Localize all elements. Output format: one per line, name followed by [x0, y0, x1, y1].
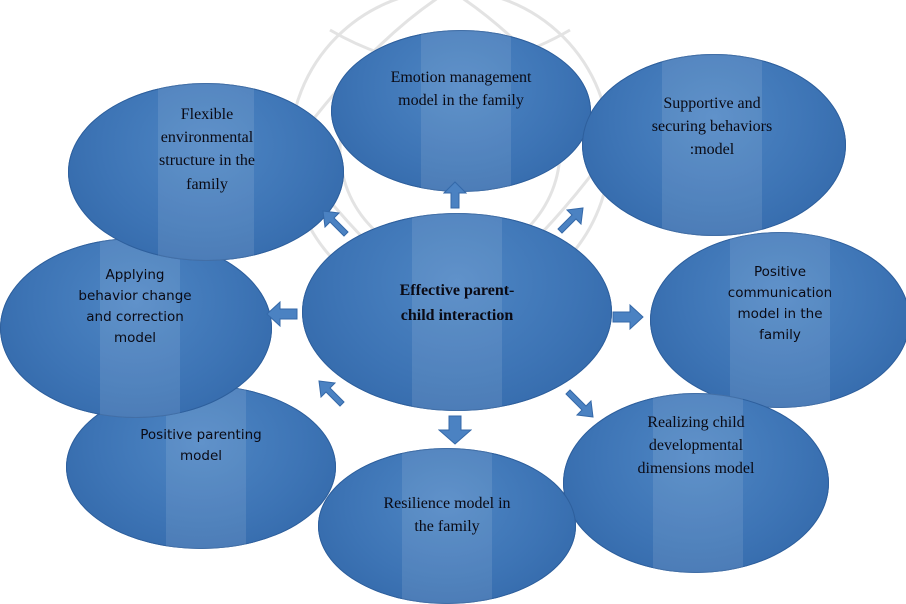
node-emotion-management-label: Emotion management model in the family	[390, 69, 532, 110]
node-supportive-behaviors-label: Supportive and securing behaviors :model	[651, 95, 773, 159]
node-resilience: Resilience model in the family	[318, 448, 576, 604]
node-resilience-label: Resilience model in the family	[383, 495, 511, 536]
node-supportive-behaviors: Supportive and securing behaviors :model	[582, 54, 846, 236]
center-node: Effective parent- child interaction	[302, 213, 612, 411]
node-flexible-environment-label: Flexible environmental structure in the …	[159, 106, 255, 193]
arrow-up-right-icon	[557, 207, 584, 234]
node-flexible-environment: Flexible environmental structure in the …	[68, 83, 344, 261]
node-positive-communication: Positive communication model in the fami…	[650, 232, 906, 408]
node-emotion-management: Emotion management model in the family	[331, 30, 591, 192]
node-applying-behavior-change: Applying behavior change and correction …	[0, 238, 272, 418]
node-positive-parenting-label: Positive parenting model	[140, 427, 262, 464]
center-node-label: Effective parent- child interaction	[399, 282, 515, 324]
node-realizing-child-development: Realizing child developmental dimensions…	[563, 393, 829, 573]
arrow-left-icon	[266, 300, 298, 328]
node-positive-communication-label: Positive communication model in the fami…	[727, 264, 833, 343]
arrow-down-left-icon	[318, 380, 345, 407]
arrow-down-right-icon	[565, 389, 594, 418]
arrow-up-left-icon	[322, 210, 349, 237]
node-applying-behavior-change-label: Applying behavior change and correction …	[78, 267, 192, 346]
arrow-down-icon	[438, 415, 472, 445]
node-realizing-child-development-label: Realizing child developmental dimensions…	[637, 414, 755, 478]
arrow-up-icon	[443, 181, 467, 209]
arrow-right-icon	[612, 303, 644, 331]
